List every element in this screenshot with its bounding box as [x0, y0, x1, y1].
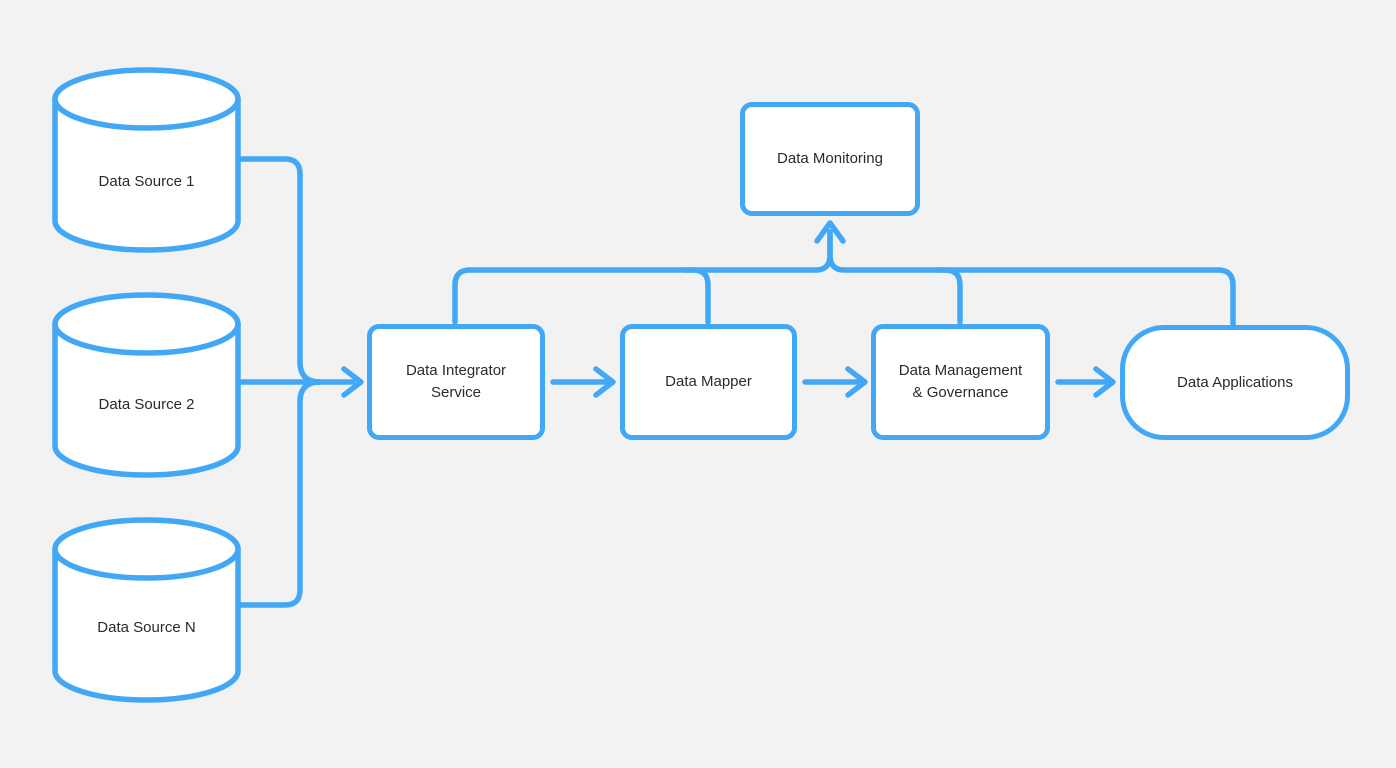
node-data-monitoring: Data Monitoring	[740, 102, 920, 216]
connector-integrator-to-monitoring	[452, 229, 833, 325]
data-integrator-service-label: Data Integrator Service	[405, 362, 507, 401]
data-mapper-label: Data Mapper	[665, 373, 752, 390]
connector-mapper-to-monitoring	[682, 267, 711, 325]
source-cylinder-2	[52, 292, 241, 478]
node-data-integrator-service: Data Integrator Service	[367, 324, 545, 440]
connector-sourceN-to-merge	[235, 379, 323, 608]
node-data-mapper: Data Mapper	[620, 324, 797, 440]
connector-source1-to-merge	[235, 156, 323, 385]
source-1-label: Data Source 1	[98, 172, 195, 190]
arrowhead-into-applications	[1093, 366, 1116, 398]
arrowhead-into-mapper	[593, 366, 616, 398]
source-cylinder-1	[52, 67, 241, 253]
node-data-applications: Data Applications	[1120, 325, 1350, 440]
connector-applications-to-monitoring	[827, 229, 1236, 330]
arrowhead-into-governance	[845, 366, 868, 398]
source-2-label: Data Source 2	[98, 395, 195, 413]
data-monitoring-label: Data Monitoring	[777, 150, 883, 167]
arrowhead-into-integrator	[341, 366, 364, 398]
source-n-label: Data Source N	[97, 618, 196, 636]
data-management-governance-label: Data Management & Governance	[898, 362, 1023, 401]
node-data-management-governance: Data Management & Governance	[871, 324, 1050, 440]
data-applications-label: Data Applications	[1177, 373, 1293, 391]
arrowhead-into-monitoring	[814, 220, 846, 244]
connector-governance-to-monitoring	[934, 267, 963, 325]
source-cylinder-N	[52, 517, 241, 703]
